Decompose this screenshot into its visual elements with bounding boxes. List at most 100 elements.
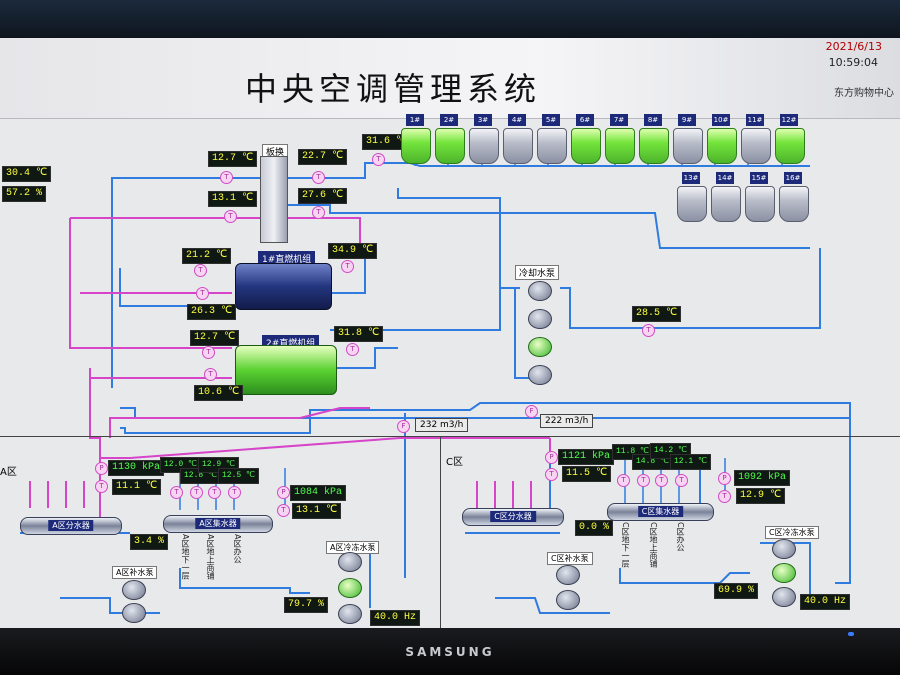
zone-c-sub-temp-4: 12.1 ℃ xyxy=(670,454,711,470)
cooling-pump-1[interactable] xyxy=(528,281,552,301)
zone-a-chw-pump-3[interactable] xyxy=(338,604,362,624)
chiller-1-cooling-out-temp: 34.9 ℃ xyxy=(328,243,378,259)
clock-display: 10:59:04 xyxy=(828,56,878,69)
outdoor-temp-readout: 30.4 ℃ xyxy=(2,166,52,182)
temp-sensor-icon: T xyxy=(312,206,325,219)
cooling-tower-label: 10# xyxy=(712,114,730,126)
temp-sensor-icon: T xyxy=(202,346,215,359)
zone-a-pump-frequency: 40.0 Hz xyxy=(370,610,421,626)
zone-a-chw-pump-1[interactable] xyxy=(338,552,362,572)
cooling-pumps-label: 冷却水泵 xyxy=(515,265,560,280)
cooling-pump-2[interactable] xyxy=(528,309,552,329)
cooling-tower-14[interactable] xyxy=(711,186,741,222)
zone-c-collector[interactable]: C区集水器 xyxy=(607,503,714,521)
cooling-tower-9[interactable] xyxy=(673,128,703,164)
temp-sensor-icon: T xyxy=(208,486,221,499)
cooling-tower-label: 3# xyxy=(474,114,492,126)
cooling-tower-label: 12# xyxy=(780,114,798,126)
cooling-tower-3[interactable] xyxy=(469,128,499,164)
chiller-2-cooling-out-temp: 31.8 ℃ xyxy=(334,326,384,342)
temp-sensor-icon: T xyxy=(190,486,203,499)
zone-a-collector[interactable]: A区集水器 xyxy=(163,515,273,533)
cooling-pump-3[interactable] xyxy=(528,337,552,357)
zone-divider-vertical xyxy=(440,436,441,628)
cooling-tower-label: 15# xyxy=(750,172,768,184)
temp-sensor-icon: T xyxy=(312,171,325,184)
temp-sensor-icon: T xyxy=(196,287,209,300)
cooling-tower-13[interactable] xyxy=(677,186,707,222)
date-display: 2021/6/13 xyxy=(825,40,882,53)
zone-a-makeup-pump-1[interactable] xyxy=(122,580,146,600)
cooling-tower-label: 2# xyxy=(440,114,458,126)
zone-a-chw-pump-2[interactable] xyxy=(338,578,362,598)
cooling-tower-4[interactable] xyxy=(503,128,533,164)
cooling-tower-label: 13# xyxy=(682,172,700,184)
zone-a-branch-1: A区地下一层 xyxy=(181,534,190,580)
zone-a-supply-pressure: 1130 kPa xyxy=(108,460,165,476)
cooling-tower-label: 7# xyxy=(610,114,628,126)
chiller-1[interactable] xyxy=(235,263,332,310)
zone-c-return-temp: 12.9 ℃ xyxy=(736,488,786,504)
zone-a-sub-temp-4: 12.5 ℃ xyxy=(218,468,259,484)
cooling-tower-label: 4# xyxy=(508,114,526,126)
exchanger-in-top-temp: 12.7 ℃ xyxy=(208,151,258,167)
temp-sensor-icon: T xyxy=(170,486,183,499)
cooling-tower-7[interactable] xyxy=(605,128,635,164)
cooling-tower-label: 6# xyxy=(576,114,594,126)
flow-meter-2: 222 m3/h xyxy=(540,414,594,428)
power-led-icon xyxy=(848,632,854,636)
zone-c-chw-pump-3[interactable] xyxy=(772,587,796,607)
cooling-tower-16[interactable] xyxy=(779,186,809,222)
zone-c-makeup-pump-1[interactable] xyxy=(556,565,580,585)
cooling-pump-4[interactable] xyxy=(528,365,552,385)
cooling-tower-label: 9# xyxy=(678,114,696,126)
zone-a-distributor-label: A区分水器 xyxy=(48,520,94,531)
pressure-sensor-icon: P xyxy=(277,486,290,499)
cooling-tower-11[interactable] xyxy=(741,128,771,164)
zone-a-makeup-pump-2[interactable] xyxy=(122,603,146,623)
cooling-tower-12[interactable] xyxy=(775,128,805,164)
flow-sensor-icon: F xyxy=(397,420,410,433)
temp-sensor-icon: T xyxy=(228,486,241,499)
temp-sensor-icon: T xyxy=(346,343,359,356)
temp-sensor-icon: T xyxy=(545,468,558,481)
zone-a-branch-3: A区办公 xyxy=(233,534,242,564)
temp-sensor-icon: T xyxy=(675,474,688,487)
pressure-sensor-icon: P xyxy=(718,472,731,485)
cooling-tower-1[interactable] xyxy=(401,128,431,164)
cooling-tower-label: 16# xyxy=(784,172,802,184)
zone-c-chw-pump-1[interactable] xyxy=(772,539,796,559)
temp-sensor-icon: T xyxy=(95,480,108,493)
zone-c-branch-1: C区地下一层 xyxy=(621,522,630,568)
monitor-brand-logo: SAMSUNG xyxy=(405,645,495,659)
zone-a-return-temp: 13.1 ℃ xyxy=(292,503,342,519)
zone-c-distributor[interactable]: C区分水器 xyxy=(462,508,564,526)
pressure-sensor-icon: P xyxy=(95,462,108,475)
zone-a-branch-2: A区地上商铺 xyxy=(206,534,215,580)
cooling-tower-6[interactable] xyxy=(571,128,601,164)
cooling-tower-10[interactable] xyxy=(707,128,737,164)
zone-a-distributor[interactable]: A区分水器 xyxy=(20,517,122,535)
exchanger-in-bottom-temp: 13.1 ℃ xyxy=(208,191,258,207)
chiller-2-return-temp: 10.6 ℃ xyxy=(194,385,244,401)
cooling-tower-5[interactable] xyxy=(537,128,567,164)
zone-a-label: A区 xyxy=(0,467,17,478)
zone-c-label: C区 xyxy=(446,457,463,468)
zone-c-chw-pump-label: C区冷冻水泵 xyxy=(765,526,819,539)
cooling-tower-label: 14# xyxy=(716,172,734,184)
pressure-sensor-icon: P xyxy=(545,451,558,464)
zone-a-return-pressure: 1084 kPa xyxy=(290,485,347,501)
cooling-tower-2[interactable] xyxy=(435,128,465,164)
cooling-tower-8[interactable] xyxy=(639,128,669,164)
cooling-tower-15[interactable] xyxy=(745,186,775,222)
flow-sensor-icon: F xyxy=(525,405,538,418)
zone-c-makeup-pump-2[interactable] xyxy=(556,590,580,610)
plate-heat-exchanger[interactable] xyxy=(260,156,288,243)
zone-c-pump-frequency: 40.0 Hz xyxy=(800,594,851,610)
cooling-tower-label: 1# xyxy=(406,114,424,126)
zone-divider-horizontal xyxy=(0,436,900,437)
chiller-2[interactable] xyxy=(235,345,337,395)
temp-sensor-icon: T xyxy=(220,171,233,184)
temp-sensor-icon: T xyxy=(655,474,668,487)
zone-c-chw-pump-2[interactable] xyxy=(772,563,796,583)
